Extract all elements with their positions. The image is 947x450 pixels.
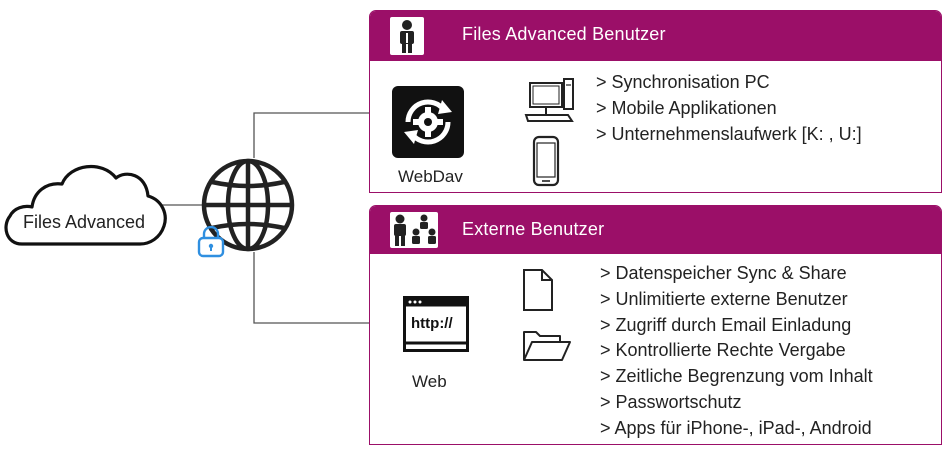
desktop-computer-icon <box>524 77 576 123</box>
smartphone-icon <box>532 135 560 187</box>
panel-external-users: Externe Benutzer http:// Web > Datenspei… <box>369 205 942 445</box>
panel-advanced-users: Files Advanced Benutzer WebDav <box>369 10 942 193</box>
panel-external-users-title: Externe Benutzer <box>462 219 605 239</box>
globe-node <box>200 158 300 258</box>
feature-item: > Zeitliche Begrenzung vom Inhalt <box>600 366 873 387</box>
lock-node <box>197 226 229 260</box>
lock-icon <box>197 226 225 258</box>
feature-item: > Unlimitierte externe Benutzer <box>600 288 848 309</box>
cloud-icon <box>4 164 167 246</box>
feature-item: > Synchronisation PC <box>596 72 770 92</box>
globe-icon <box>201 158 295 252</box>
person-icon <box>390 17 424 55</box>
browser-window-icon: http:// <box>403 296 469 352</box>
external-users-feature-list: > Datenspeicher Sync & Share > Unlimitie… <box>600 261 873 442</box>
feature-item: > Passwortschutz <box>600 391 742 412</box>
feature-item: > Apps für iPhone-, iPad-, Android <box>600 417 872 438</box>
feature-item: > Kontrollierte Rechte Vergabe <box>600 340 846 361</box>
panel-advanced-users-header: Files Advanced Benutzer <box>370 11 941 61</box>
document-icon <box>522 268 554 312</box>
gear-sync-icon <box>392 86 464 158</box>
feature-item: > Mobile Applikationen <box>596 98 777 118</box>
people-group-icon <box>390 212 438 248</box>
feature-item: > Datenspeicher Sync & Share <box>600 263 847 283</box>
advanced-users-feature-list: > Synchronisation PC > Mobile Applikatio… <box>596 69 862 147</box>
panel-external-users-header: Externe Benutzer <box>370 206 941 254</box>
open-folder-icon <box>522 326 572 364</box>
panel-advanced-users-title: Files Advanced Benutzer <box>462 24 666 44</box>
feature-item: > Zugriff durch Email Einladung <box>600 314 852 335</box>
cloud-node: Files Advanced <box>0 150 170 255</box>
cloud-label: Files Advanced <box>23 212 146 232</box>
feature-item: > Unternehmenslaufwerk [K: , U:] <box>596 124 862 144</box>
web-label: Web <box>412 372 447 391</box>
browser-url-text: http:// <box>411 315 453 332</box>
webdav-label: WebDav <box>398 167 463 186</box>
